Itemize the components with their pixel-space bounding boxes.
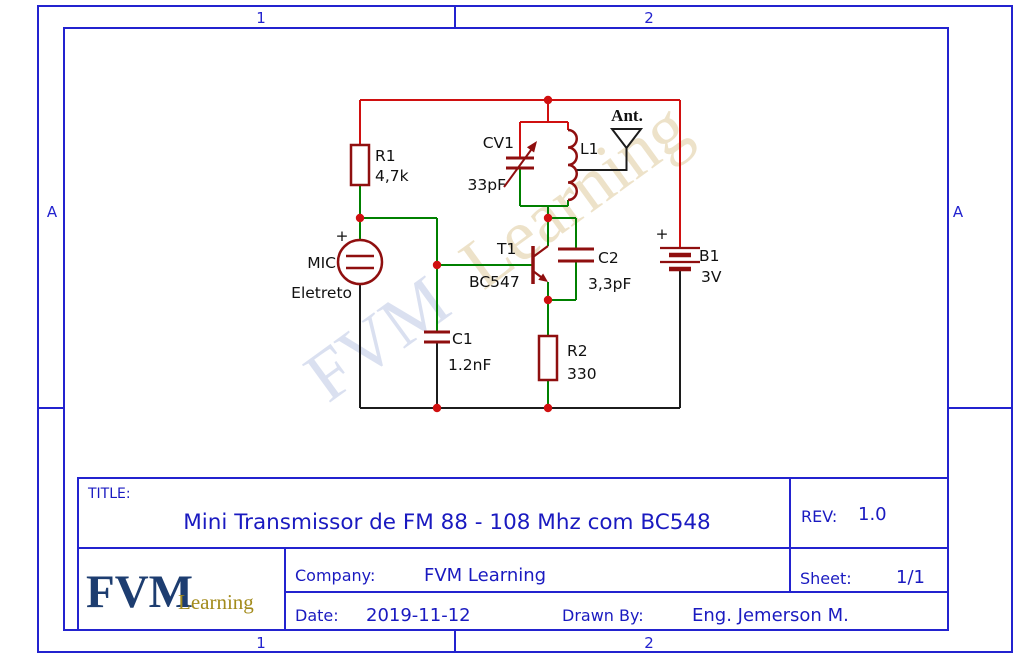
component-arrowheads: [526, 141, 548, 282]
b1-battery-short-plates: [669, 252, 691, 272]
zone-label-left-a: A: [47, 203, 58, 221]
frame-zone-ticks: [38, 6, 1012, 652]
b1-value-label: 3V: [701, 268, 722, 286]
frame-zone-labels: 1 2 1 2 A A: [47, 9, 964, 652]
l1-inductor-coil: [567, 128, 578, 202]
company-logo: FVM Learning: [86, 566, 254, 618]
mic-electret-plates: [346, 254, 374, 270]
sheet-value: 1/1: [896, 567, 925, 588]
r2-ref-label: R2: [567, 342, 588, 360]
wires-green: [359, 168, 577, 408]
r1-resistor-body: [349, 143, 371, 187]
t1-emitter-arrowhead: [538, 273, 548, 282]
junction-dot: [543, 403, 553, 413]
schematic-labels: R1 4,7k + MIC Eletreto C1 1.2nF T1 BC547…: [291, 106, 722, 383]
c2-value-label: 3,3pF: [588, 275, 631, 293]
l1-ref-label: L1: [580, 140, 599, 158]
sheet-label: Sheet:: [800, 569, 852, 588]
company-label: Company:: [295, 566, 375, 585]
antenna-ref-label: Ant.: [611, 106, 643, 125]
c1-capacitor-plates: [424, 330, 450, 344]
rev-label: REV:: [801, 507, 837, 526]
title-label: TITLE:: [87, 486, 131, 502]
frame-outer-border: [37, 5, 1013, 653]
mic-polarity-label: +: [336, 227, 349, 245]
c2-capacitor-plates: [558, 247, 594, 263]
logo-learning-text: Learning: [178, 590, 254, 614]
green-wire-segments: [359, 168, 577, 408]
junction-dots: [355, 95, 553, 413]
date-label: Date:: [295, 606, 339, 625]
c2-ref-label: C2: [598, 249, 619, 267]
date-value: 2019-11-12: [366, 605, 471, 626]
mic-ref-label: MIC: [307, 254, 336, 272]
zone-label-bottom-1: 1: [256, 634, 266, 652]
junction-dot: [543, 95, 553, 105]
black-wire-segments: [359, 148, 681, 409]
logo-fvm-text: FVM: [86, 566, 193, 618]
drawing-title: Mini Transmissor de FM 88 - 108 Mhz com …: [183, 510, 711, 535]
cv1-value-label: 33pF: [468, 176, 507, 194]
zone-label-top-2: 2: [644, 9, 654, 27]
drawing-frame: [37, 5, 1013, 653]
cv1-arrowhead: [526, 141, 537, 153]
b1-ref-label: B1: [699, 247, 720, 265]
title-block-border: [77, 477, 949, 631]
title-block-text: TITLE: Mini Transmissor de FM 88 - 108 M…: [87, 486, 925, 626]
c1-value-label: 1.2nF: [448, 356, 491, 374]
frame-inner-border: [63, 27, 949, 631]
rev-value: 1.0: [858, 504, 887, 525]
drawn-by-value: Eng. Jemerson M.: [692, 605, 849, 626]
t1-ref-label: T1: [496, 240, 516, 258]
antenna-symbol: [609, 128, 644, 150]
zone-label-top-1: 1: [256, 9, 266, 27]
component-symbols: [336, 128, 700, 382]
junction-dot: [432, 260, 442, 270]
red-wire-segments: [359, 99, 681, 248]
cv1-capacitor-plates: [506, 156, 534, 170]
drawn-by-label: Drawn By:: [562, 606, 644, 625]
b1-polarity-label: +: [656, 225, 669, 243]
t1-value-label: BC547: [469, 273, 520, 291]
junction-dot: [543, 213, 553, 223]
r2-value-label: 330: [567, 365, 597, 383]
cv1-trimmer-arrow-shaft: [503, 149, 532, 188]
zone-label-bottom-2: 2: [644, 634, 654, 652]
junction-dot: [432, 403, 442, 413]
company-value: FVM Learning: [424, 565, 546, 586]
wires-black: [359, 128, 681, 409]
mic-electret-body: [336, 238, 384, 286]
junction-dot: [355, 213, 365, 223]
mic-value-label: Eletreto: [291, 284, 352, 302]
r2-resistor-body: [537, 334, 559, 382]
title-block-dividers: [78, 478, 948, 630]
r1-value-label: 4,7k: [375, 167, 409, 185]
b1-battery-long-plates: [660, 246, 700, 264]
zone-label-right-a: A: [953, 203, 964, 221]
title-block-grid: [77, 477, 949, 631]
junction-dot: [543, 295, 553, 305]
r1-ref-label: R1: [375, 147, 396, 165]
cv1-ref-label: CV1: [483, 134, 514, 152]
c1-ref-label: C1: [452, 330, 473, 348]
wires-red: [359, 99, 681, 248]
